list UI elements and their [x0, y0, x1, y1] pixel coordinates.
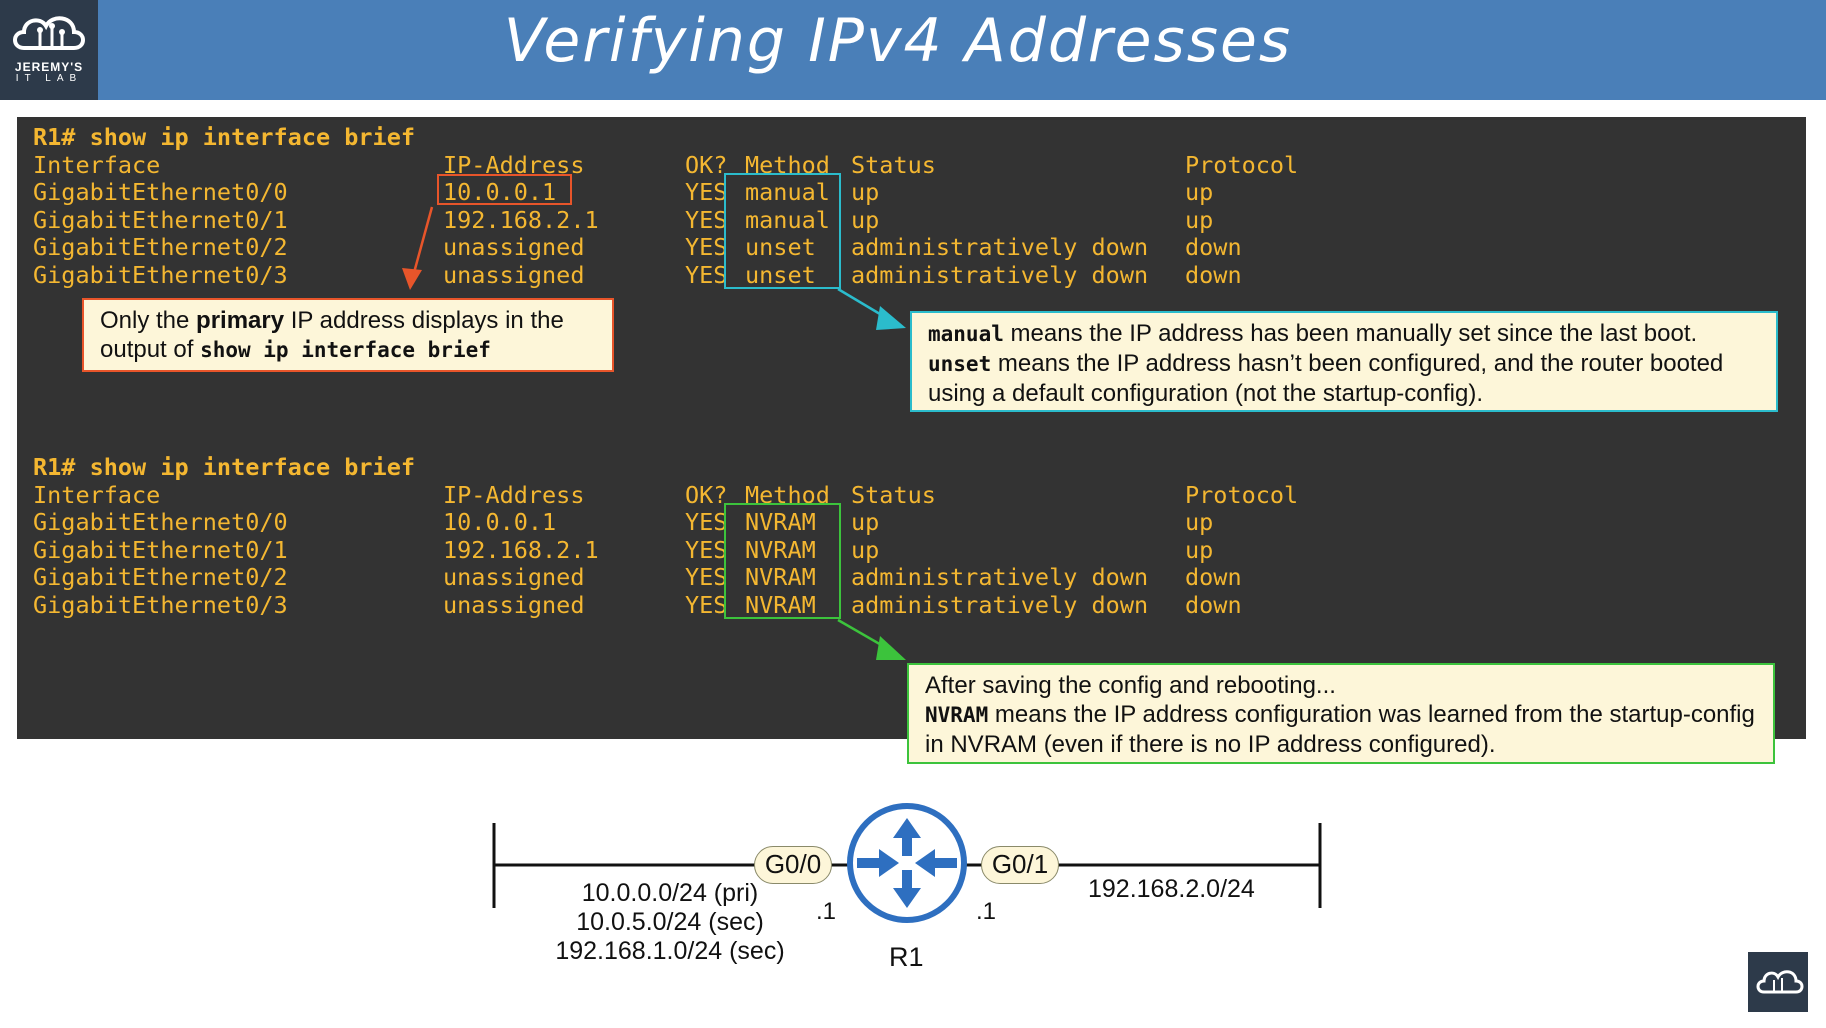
terminal-cell-interface: GigabitEthernet0/2: [33, 233, 288, 261]
terminal-cell-ip: unassigned: [443, 590, 585, 619]
terminal-cell-ok: YES: [685, 233, 728, 261]
terminal-cell-status: up: [851, 205, 880, 234]
cloud-circuit-icon: [1756, 970, 1804, 994]
terminal-cell-ok: YES: [685, 563, 728, 591]
terminal-cell-status: up: [851, 178, 880, 206]
terminal-cell-interface: GigabitEthernet0/0: [33, 508, 288, 536]
terminal-cell-interface: GigabitEthernet0/1: [33, 535, 288, 564]
note-intro: After saving the config and rebooting...: [925, 672, 1336, 699]
header-bar: JEREMY'S IT LAB Verifying IPv4 Addresses: [0, 0, 1826, 100]
router-icon: [847, 803, 967, 923]
terminal-cell-method: unset: [745, 260, 816, 289]
highlight-method-manual-unset: [724, 173, 841, 289]
cloud-circuit-icon: [13, 16, 85, 50]
terminal-header-protocol: Protocol: [1185, 480, 1299, 509]
terminal-cell-interface: GigabitEthernet0/3: [33, 260, 288, 289]
terminal-cell-ip: unassigned: [443, 563, 585, 591]
right-host-id: .1: [976, 898, 997, 925]
note-term-unset: unset: [928, 352, 992, 376]
terminal-header-protocol: Protocol: [1185, 150, 1299, 179]
logo-text-line2: IT LAB: [15, 73, 83, 84]
terminal-command: R1# show ip interface brief: [33, 123, 416, 151]
note-nvram-meaning: After saving the config and rebooting...…: [907, 663, 1775, 764]
terminal-cell-method: manual: [745, 178, 830, 206]
note-method-meaning: manual means the IP address has been man…: [910, 311, 1778, 412]
terminal-cell-ip: 192.168.2.1: [443, 535, 599, 564]
terminal-cell-interface: GigabitEthernet0/3: [33, 590, 288, 619]
left-network-secondary-2: 192.168.1.0/24 (sec): [555, 937, 785, 965]
terminal-header-interface: Interface: [33, 150, 161, 179]
terminal-header-status: Status: [851, 480, 936, 509]
terminal-cell-protocol: up: [1185, 508, 1214, 536]
terminal-cell-method: NVRAM: [745, 563, 816, 591]
terminal-cell-interface: GigabitEthernet0/0: [33, 178, 288, 206]
terminal-cell-protocol: down: [1185, 233, 1242, 261]
terminal-cell-method: manual: [745, 205, 830, 234]
terminal-header-ok: OK?: [685, 480, 728, 509]
router-label: R1: [889, 942, 924, 972]
terminal-cell-method: NVRAM: [745, 508, 816, 536]
terminal-cell-status: administratively down: [851, 233, 1149, 261]
terminal-cell-protocol: down: [1185, 260, 1242, 289]
note-text: means the IP address hasn’t been configu…: [928, 350, 1724, 407]
terminal-cell-status: administratively down: [851, 563, 1149, 591]
left-network-list: 10.0.0.0/24 (pri) 10.0.5.0/24 (sec) 192.…: [520, 879, 820, 966]
note-text: Only the: [100, 307, 197, 334]
note-code: show ip interface brief: [200, 338, 491, 362]
right-network-label: 192.168.2.0/24: [1088, 875, 1255, 903]
terminal-cell-ok: YES: [685, 590, 728, 619]
terminal-cell-method: NVRAM: [745, 590, 816, 619]
logo: JEREMY'S IT LAB: [0, 0, 98, 100]
terminal-cell-ok: YES: [685, 535, 728, 564]
terminal-cell-ip: 10.0.0.1: [443, 178, 557, 206]
terminal-header-status: Status: [851, 150, 936, 179]
terminal-cell-ok: YES: [685, 508, 728, 536]
terminal-cell-protocol: down: [1185, 590, 1242, 619]
port-label-g0-1: G0/1: [981, 846, 1059, 884]
logo-text-line1: JEREMY'S: [14, 60, 84, 74]
note-term-manual: manual: [928, 322, 1004, 346]
terminal-cell-protocol: up: [1185, 205, 1214, 234]
port-label-g0-0: G0/0: [754, 846, 832, 884]
terminal-cell-protocol: up: [1185, 535, 1214, 564]
highlight-method-nvram: [724, 503, 841, 619]
terminal-header-ip: IP-Address: [443, 480, 585, 509]
note-text: means the IP address configuration was l…: [925, 701, 1755, 758]
terminal-cell-protocol: up: [1185, 178, 1214, 206]
terminal-cell-ok: YES: [685, 260, 728, 289]
terminal-cell-ip: unassigned: [443, 233, 585, 261]
terminal-cell-method: unset: [745, 233, 816, 261]
terminal-header-ip: IP-Address: [443, 150, 585, 179]
terminal-cell-interface: GigabitEthernet0/2: [33, 563, 288, 591]
terminal-cell-status: up: [851, 535, 880, 564]
terminal-cell-status: administratively down: [851, 260, 1149, 289]
terminal-command: R1# show ip interface brief: [33, 453, 416, 481]
left-network-secondary-1: 10.0.5.0/24 (sec): [576, 908, 764, 936]
terminal-cell-ip: 10.0.0.1: [443, 508, 557, 536]
terminal-cell-protocol: down: [1185, 563, 1242, 591]
terminal-cell-status: up: [851, 508, 880, 536]
terminal-header-interface: Interface: [33, 480, 161, 509]
corner-logo: [1748, 952, 1808, 1012]
terminal-header-ok: OK?: [685, 150, 728, 179]
terminal-cell-method: NVRAM: [745, 535, 816, 564]
highlight-primary-ip: [437, 174, 572, 205]
terminal-cell-interface: GigabitEthernet0/1: [33, 205, 288, 234]
note-bold-term: primary: [196, 307, 285, 334]
note-text: IP address displays in the output of: [100, 307, 564, 363]
note-text: means the IP address has been manually s…: [1003, 320, 1698, 347]
left-host-id: .1: [816, 898, 837, 925]
terminal-cell-ip: 192.168.2.1: [443, 205, 599, 234]
terminal-cell-status: administratively down: [851, 590, 1149, 619]
terminal-cell-ip: unassigned: [443, 260, 585, 289]
terminal-cell-ok: YES: [685, 178, 728, 206]
page-title: Verifying IPv4 Addresses: [503, 6, 1293, 76]
note-term-nvram: NVRAM: [925, 703, 989, 727]
left-network-primary: 10.0.0.0/24 (pri): [581, 879, 759, 907]
note-primary-ip: Only the primary IP address displays in …: [82, 298, 614, 372]
terminal-cell-ok: YES: [685, 205, 728, 234]
